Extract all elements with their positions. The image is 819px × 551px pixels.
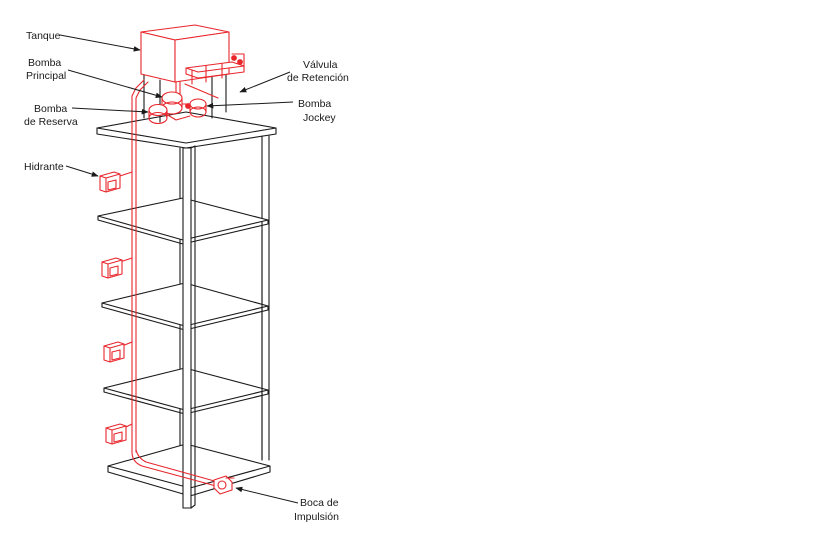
hydrant-cabinet-1 <box>100 172 132 192</box>
label-valvula-line1: Válvula <box>303 59 338 71</box>
building-structure <box>97 112 276 508</box>
label-bomba-principal-line1: Bomba <box>28 57 61 69</box>
label-boca-line2: Impulsión <box>294 511 339 523</box>
label-tanque: Tanque <box>26 30 61 42</box>
front-column <box>183 148 191 508</box>
back-column-right <box>262 136 269 460</box>
fire-department-connection <box>214 476 234 494</box>
label-valvula-line2: de Retención <box>287 72 349 84</box>
label-bomba-jockey-line2: Jockey <box>303 112 336 124</box>
label-bomba-reserva-line1: Bomba <box>34 103 67 115</box>
hydrant-cabinet-4 <box>106 424 132 444</box>
label-bomba-principal-line2: Principal <box>26 70 66 82</box>
leader-boca <box>236 488 298 503</box>
hydrant-cabinet-3 <box>104 342 132 362</box>
hydrant-cabinet-2 <box>102 258 132 278</box>
roof-equipment <box>132 25 244 124</box>
label-bomba-reserva-line2: de Reserva <box>24 116 78 128</box>
leader-bomba-jockey <box>207 102 293 106</box>
leader-bomba-reserva <box>72 108 148 112</box>
label-bomba-jockey-line1: Bomba <box>298 98 331 110</box>
leader-tanque <box>60 35 140 50</box>
label-hidrante: Hidrante <box>24 161 64 173</box>
leader-hidrante <box>66 166 98 176</box>
leader-valvula <box>240 72 290 92</box>
label-boca-line1: Boca de <box>300 497 339 509</box>
water-tank <box>141 25 229 82</box>
